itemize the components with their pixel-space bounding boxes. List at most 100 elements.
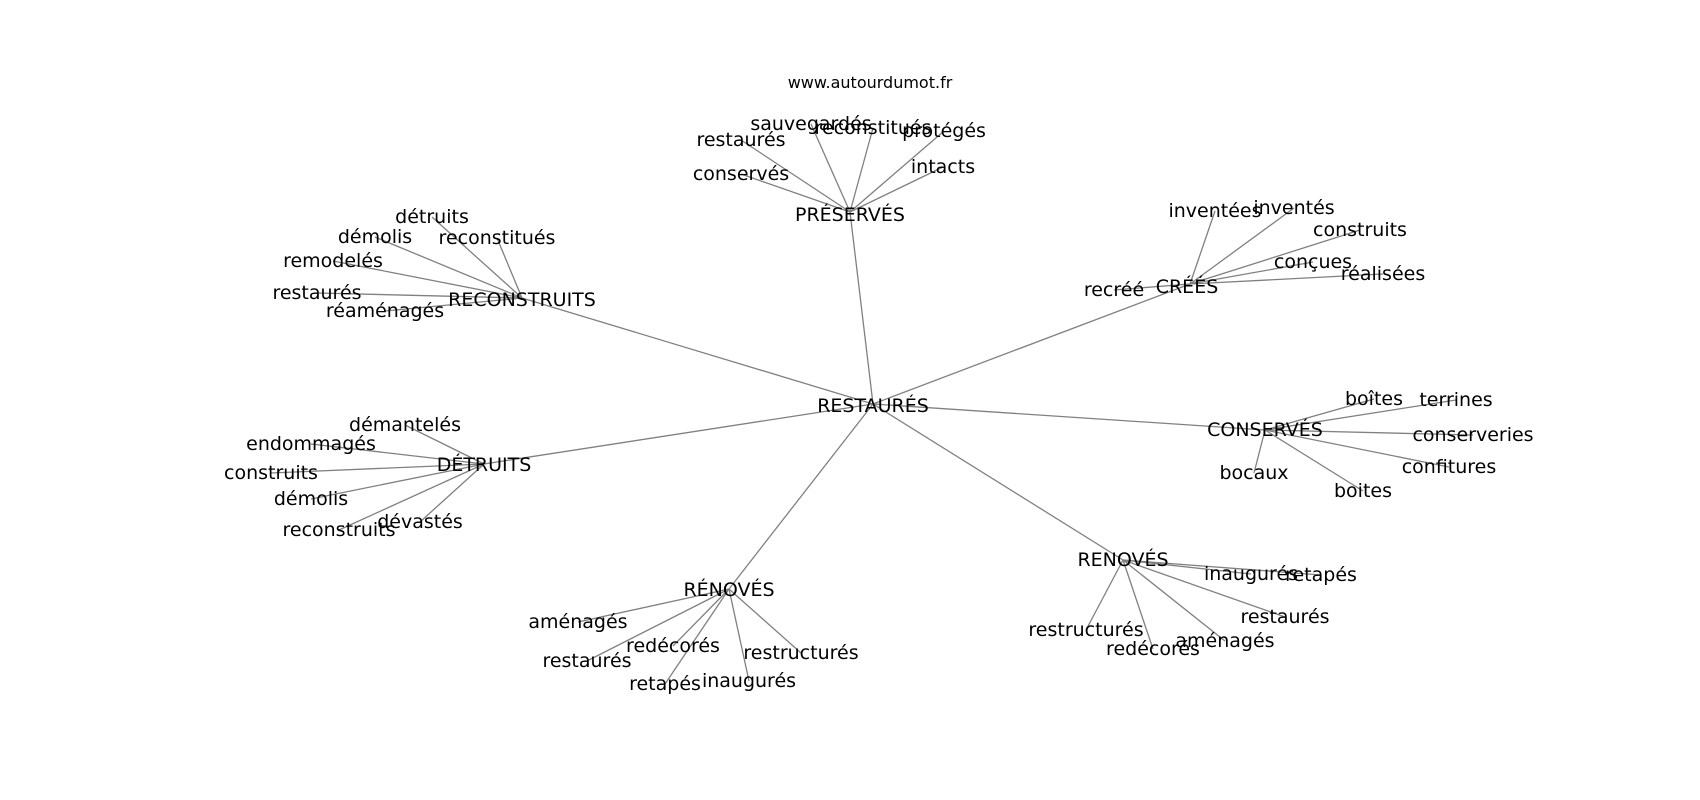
edge-crees-leaf-5 [1113,283,1191,291]
edge-conserves-leaf-1 [1264,399,1457,431]
leaf-node-label: construits [224,462,318,484]
leaf-node-label: aménagés [1175,630,1274,652]
leaf-node-label: aménagés [528,611,627,633]
leaf-node-label: inaugurés [1204,563,1298,585]
edge-center-preserves [849,211,874,405]
leaf-node-label: boites [1334,480,1392,502]
leaf-node-label: restructurés [1028,619,1143,641]
edge-conserves-leaf-0 [1264,398,1375,431]
center-node-label: RESTAURÉS [817,394,929,417]
edges [270,123,1474,685]
edge-reconstruits-leaf-0 [431,216,523,299]
leaf-node-label: reconstruits [282,519,395,541]
edge-center-renoves2 [872,403,1124,561]
edge-renoves1-leaf-2 [672,588,730,647]
hub-node-label-detruits: DÉTRUITS [437,453,532,476]
edge-reconstruits-leaf-1 [374,236,523,299]
edge-renoves1-leaf-3 [664,588,730,685]
edge-crees-leaf-2 [1189,229,1361,285]
leaf-node-label: restaurés [696,129,785,151]
leaf-node-label: conçues [1274,251,1352,273]
leaf-node-label: restaurés [272,282,361,304]
leaf-node-label: construits [1313,219,1407,241]
leaf-node-label: réalisées [1341,263,1425,285]
edge-crees-leaf-3 [1189,261,1314,285]
edge-preserves-leaf-2 [849,130,945,213]
edge-renoves2-leaf-5 [1085,559,1124,631]
leaf-node-label: recréé [1084,279,1144,301]
edge-renoves1-leaf-0 [577,588,730,623]
source-url: www.autourdumot.fr [788,73,953,92]
edge-renoves2-leaf-0 [1122,559,1252,575]
leaf-node-label: démolis [274,488,348,510]
leaf-node-label: intacts [911,156,975,178]
edge-center-crees [872,283,1191,405]
edge-crees-leaf-4 [1189,273,1384,285]
hub-node-label-crees: CRÉÉS [1156,275,1219,298]
leaf-node-label: endommagés [246,433,376,455]
leaf-node-label: réaménagés [326,300,444,322]
leaf-node-label: sauvegardés [750,113,871,135]
edge-reconstruits-leaf-3 [332,260,523,299]
edge-renoves2-leaf-1 [1122,559,1322,576]
leaf-node-label: restaurés [1240,606,1329,628]
hub-node-label-preserves: PRÉSERVÉS [795,203,905,226]
leaf-node-label: inventés [1253,197,1334,219]
edge-renoves2-leaf-3 [1122,559,1226,642]
edge-preserves-leaf-1 [849,127,874,213]
edge-detruits-leaf-5 [419,463,485,523]
edge-preserves-leaf-4 [849,166,944,213]
leaf-node-label: protégés [902,120,986,142]
edge-reconstruits-leaf-4 [316,292,523,299]
edge-renoves1-leaf-1 [586,588,730,662]
leaf-node-label: redécorés [1106,638,1200,660]
leaf-node-label: terrines [1419,389,1492,411]
edge-preserves-leaf-0 [810,123,851,213]
edge-preserves-leaf-5 [740,173,851,213]
leaf-node-label: conservés [693,163,789,185]
leaf-node-label: démantelés [349,414,461,436]
leaf-node-label: restaurés [542,650,631,672]
labels: RESTAURÉSPRÉSERVÉSsauvegardésreconstitué… [224,113,1534,695]
edge-reconstruits-leaf-2 [496,237,523,299]
hub-node-label-renoves1: RÉNOVÉS [683,578,774,601]
edge-renoves1-leaf-4 [728,588,750,682]
edge-detruits-leaf-4 [338,463,485,531]
leaf-node-label: confitures [1402,456,1497,478]
leaf-node-label: dévastés [377,511,463,533]
leaf-node-label: remodelés [283,250,383,272]
edge-detruits-leaf-0 [404,424,485,465]
edge-renoves2-leaf-2 [1122,559,1286,618]
edge-conserves-leaf-4 [1253,429,1266,474]
leaf-node-label: démolis [338,226,412,248]
edge-center-renoves1 [728,403,874,590]
leaf-node-label: redécorés [626,635,720,657]
edge-renoves1-leaf-5 [728,588,802,654]
edge-detruits-leaf-1 [310,443,485,465]
edge-center-conserves [872,403,1266,431]
leaf-node-label: inaugurés [702,670,796,692]
edge-reconstruits-leaf-5 [384,297,523,312]
edge-renoves2-leaf-4 [1122,559,1154,650]
leaf-node-label: retapés [629,673,701,695]
leaf-node-label: conserveries [1412,424,1533,446]
edge-crees-leaf-0 [1189,210,1216,285]
leaf-node-label: reconstitués [439,227,556,249]
leaf-node-label: reconstitués [815,117,932,139]
edge-conserves-leaf-5 [1264,429,1364,492]
hub-node-label-renoves2: RENOVÉS [1077,548,1168,571]
leaf-node-label: bocaux [1219,462,1288,484]
edge-center-detruits [483,403,874,465]
leaf-node-label: retapés [1285,564,1357,586]
edge-conserves-leaf-2 [1264,429,1474,436]
edge-conserves-leaf-3 [1264,429,1450,468]
edge-preserves-leaf-3 [740,139,851,213]
edge-detruits-leaf-2 [270,463,485,474]
edge-center-reconstruits [521,297,874,405]
hub-node-label-conserves: CONSERVÉS [1207,418,1323,441]
hub-node-label-reconstruits: RECONSTRUITS [448,289,596,311]
leaf-node-label: détruits [395,206,469,228]
leaf-node-label: restructurés [743,642,858,664]
edge-detruits-leaf-3 [310,463,485,500]
